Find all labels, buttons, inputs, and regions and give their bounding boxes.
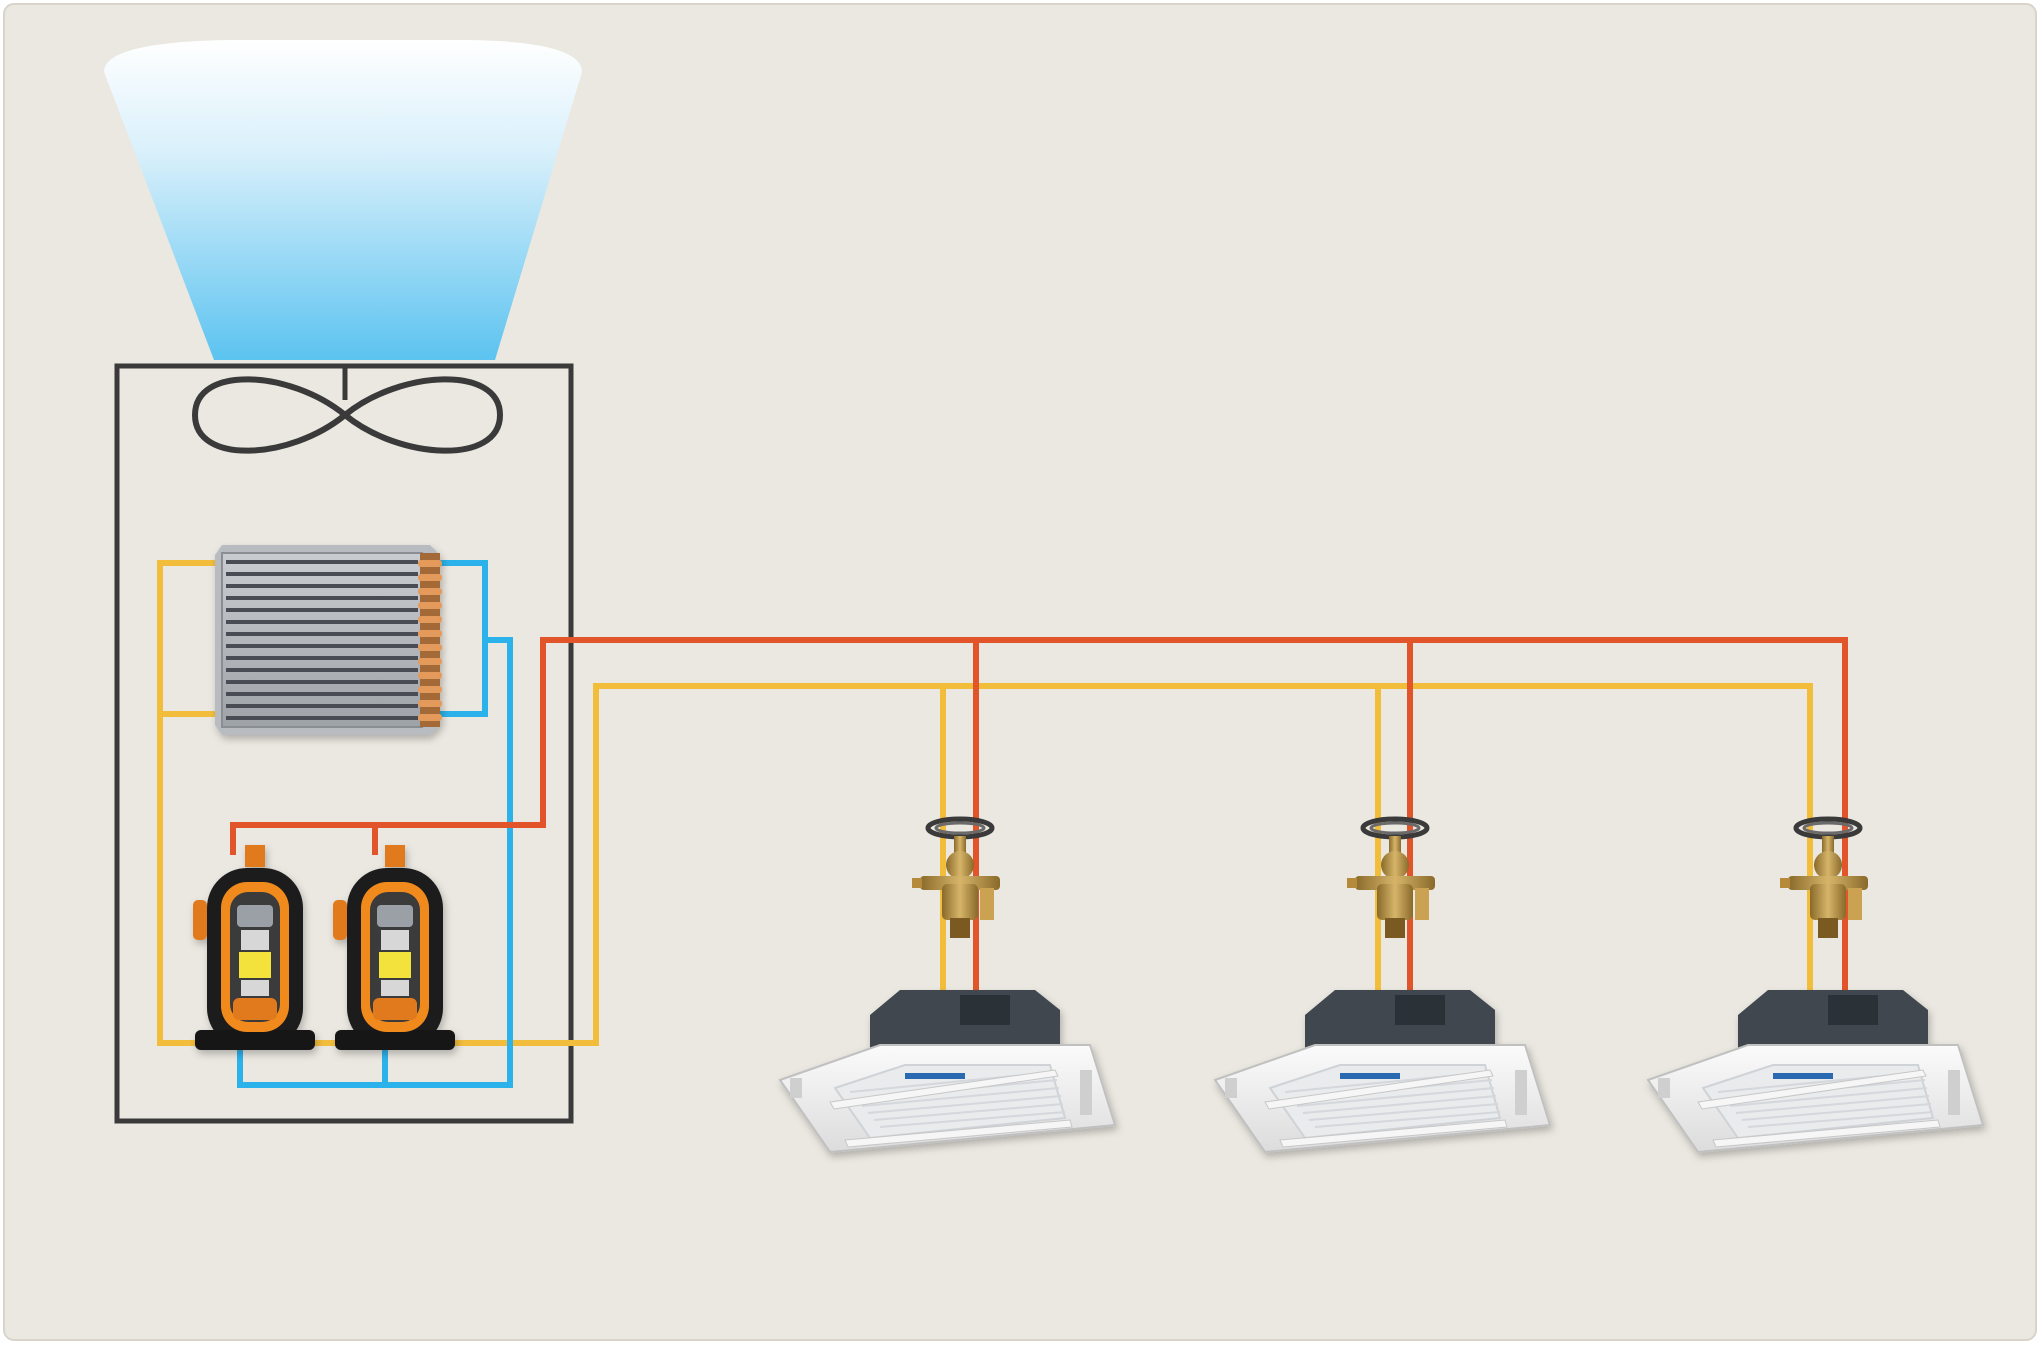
compressor — [333, 845, 455, 1050]
indoor-cassette-unit — [1646, 990, 1985, 1154]
expansion-valve — [1347, 816, 1435, 938]
indoor-cassette-unit — [778, 990, 1117, 1154]
condenser-coil — [215, 545, 442, 735]
hot-gas-line — [230, 637, 1848, 990]
compressor — [193, 845, 315, 1050]
expansion-valve — [912, 816, 1000, 938]
expansion-valve — [1780, 816, 1868, 938]
indoor-cassette-unit — [1213, 990, 1552, 1154]
fan-icon — [191, 376, 504, 454]
airflow-plume — [104, 40, 582, 360]
